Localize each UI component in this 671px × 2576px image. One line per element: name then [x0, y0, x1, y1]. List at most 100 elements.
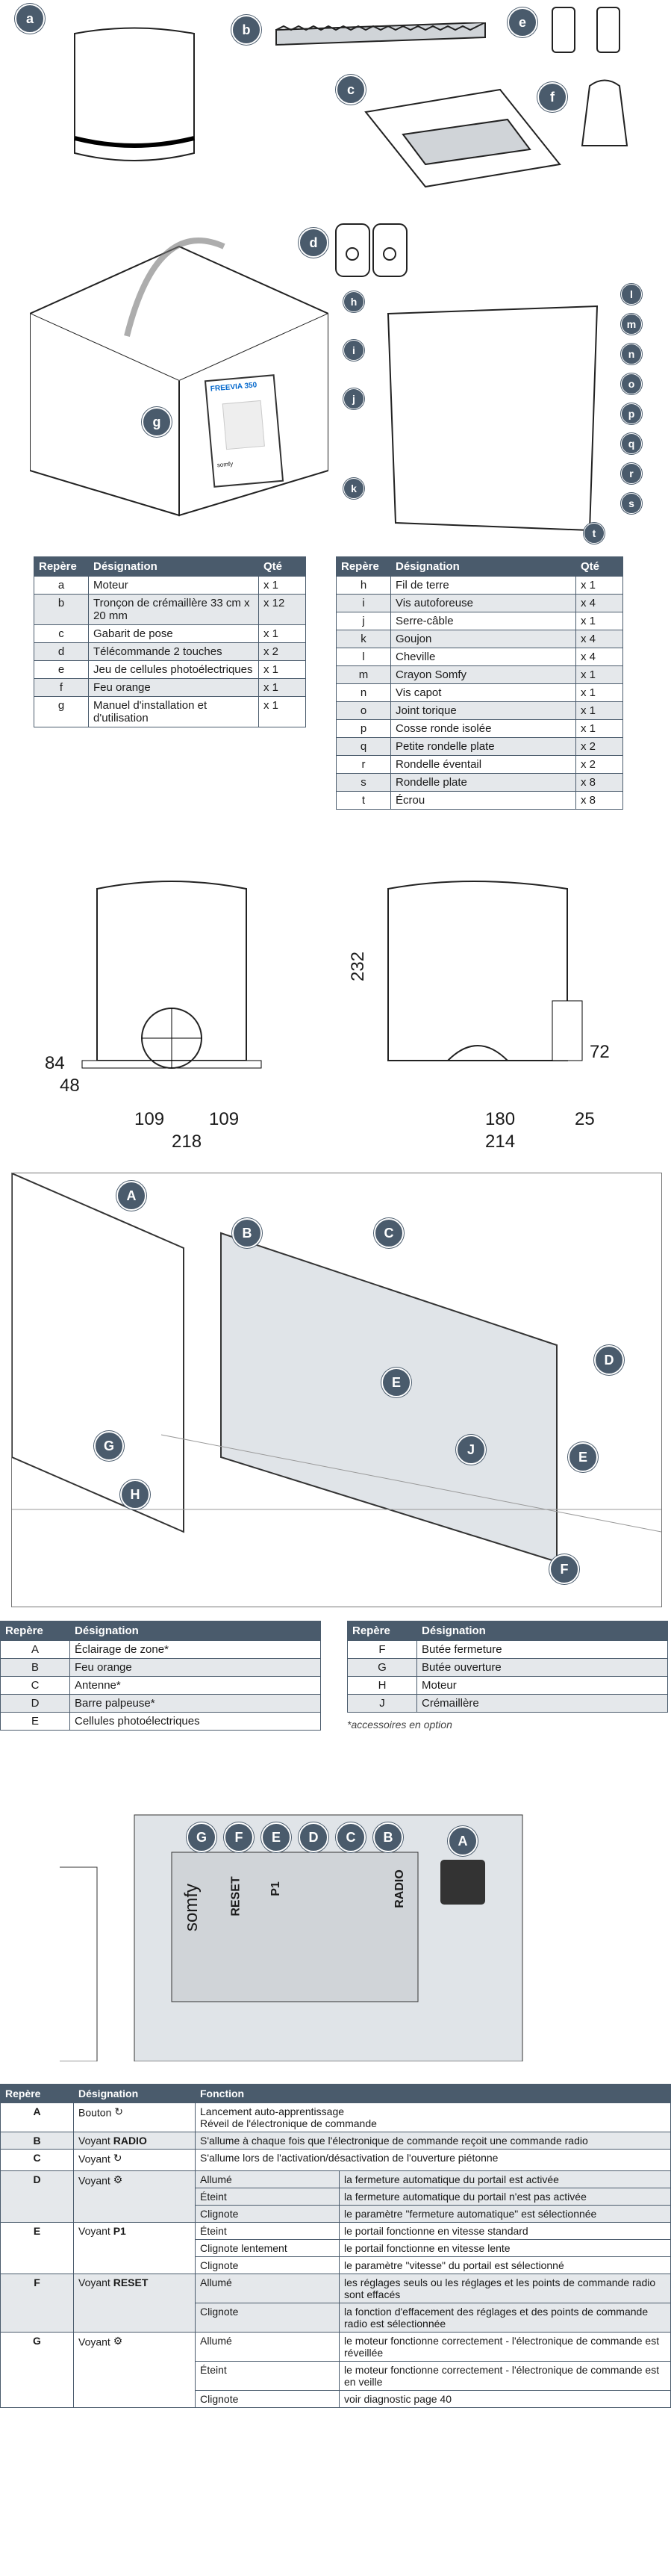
- callout-panel-C: C: [336, 1822, 366, 1852]
- illustration-motor-a: [74, 27, 195, 161]
- callout-panel-F: F: [224, 1822, 254, 1852]
- callout-j: j: [343, 388, 364, 409]
- diagram-side-view: [387, 881, 583, 1061]
- diagram-front-view: [81, 881, 262, 1069]
- illustration-photocells-e: [552, 7, 620, 53]
- illustration-template-c: [364, 88, 561, 188]
- callout-install-E2: E: [568, 1442, 598, 1472]
- callout-r: r: [621, 463, 642, 484]
- callout-k: k: [343, 478, 364, 499]
- callout-panel-D: D: [299, 1822, 328, 1852]
- callout-i: i: [343, 340, 364, 361]
- callout-install-J: J: [456, 1435, 486, 1465]
- callout-c: c: [336, 75, 366, 105]
- callout-install-D: D: [594, 1345, 624, 1375]
- callout-f: f: [537, 82, 567, 112]
- callout-e: e: [508, 7, 537, 37]
- callout-p: p: [621, 403, 642, 424]
- callout-t: t: [584, 523, 605, 544]
- illustration-hardware-sheet: [387, 305, 599, 532]
- callout-panel-B: B: [373, 1822, 403, 1852]
- callout-panel-E: E: [261, 1822, 291, 1852]
- installation-diagram: A B C D E E F G H J: [11, 1173, 662, 1607]
- manual-g: FREEVIA 350 somfy: [204, 374, 284, 488]
- callout-s: s: [621, 493, 642, 514]
- callout-g: g: [142, 407, 172, 437]
- callout-install-H: H: [120, 1480, 150, 1509]
- control-panel-diagram: somfy RESET P1 RADIO G F E D C B A: [60, 1807, 619, 2062]
- callout-o: o: [621, 373, 642, 394]
- callout-install-C: C: [374, 1218, 404, 1248]
- callout-q: q: [621, 433, 642, 454]
- callout-install-B: B: [232, 1218, 262, 1248]
- callout-n: n: [621, 344, 642, 364]
- callout-panel-A: A: [448, 1826, 478, 1856]
- callout-l: l: [621, 284, 642, 305]
- illustration-box: [30, 238, 328, 517]
- callout-b: b: [231, 15, 261, 45]
- callout-a: a: [15, 4, 45, 34]
- callout-install-G: G: [94, 1431, 124, 1461]
- illustration-remotes-d: [335, 223, 408, 277]
- callout-install-F: F: [549, 1554, 579, 1584]
- callout-d: d: [299, 228, 328, 258]
- callout-install-A: A: [116, 1181, 146, 1211]
- illustration-rack-b: [275, 22, 486, 46]
- callout-h: h: [343, 291, 364, 312]
- callout-panel-G: G: [187, 1822, 216, 1852]
- callout-install-E1: E: [381, 1368, 411, 1397]
- illustration-lamp-f: [581, 79, 628, 146]
- dimensions-section: 84 48 109 109 218 232 72 180 25 214: [0, 851, 671, 1152]
- legend-footnote: *accessoires en option: [347, 1719, 452, 1731]
- callout-m: m: [621, 314, 642, 335]
